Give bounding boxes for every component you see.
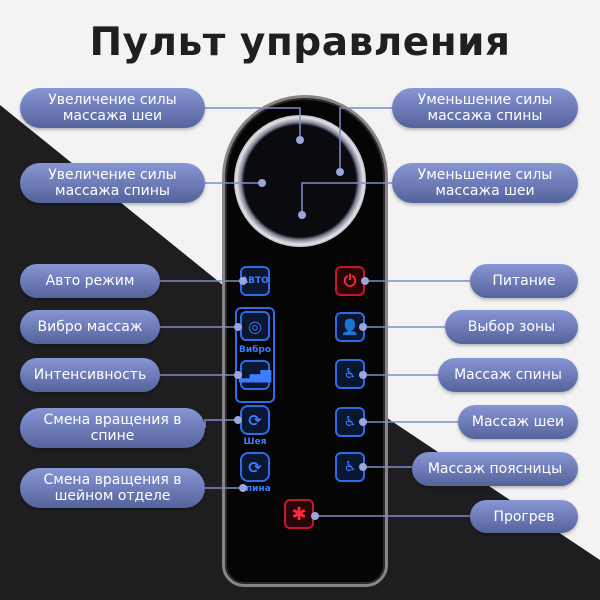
back-caption: Спина bbox=[239, 484, 271, 494]
label-decrease-back: Уменьшение силы массажа спины bbox=[392, 88, 578, 128]
back-rotation-button[interactable]: ⟳ bbox=[240, 452, 270, 482]
label-rotation-back: Смена вращения в спине bbox=[20, 408, 205, 448]
lumbar-massage-button[interactable]: ♿ bbox=[335, 452, 365, 482]
neck-caption: Шея bbox=[243, 437, 267, 447]
signal-bars-icon: ▂▄▆ bbox=[238, 367, 272, 383]
sun-icon: ✱ bbox=[291, 503, 307, 525]
label-zone: Выбор зоны bbox=[445, 310, 578, 344]
seat-icon: ♿ bbox=[343, 459, 357, 475]
neck-massage-button[interactable]: ♿ bbox=[335, 407, 365, 437]
label-heat: Прогрев bbox=[470, 500, 578, 533]
seat-icon: ♿ bbox=[343, 366, 357, 382]
label-auto: Авто режим bbox=[20, 264, 160, 298]
label-intensity: Интенсивность bbox=[20, 358, 160, 392]
vibro-button[interactable]: ◎ bbox=[240, 311, 270, 341]
back-massage-button[interactable]: ♿ bbox=[335, 359, 365, 389]
label-decrease-neck: Уменьшение силы массажа шеи bbox=[392, 163, 578, 203]
vibration-icon: ◎ bbox=[248, 316, 262, 336]
page-title: Пульт управления bbox=[89, 20, 511, 65]
user-icon: 👤 bbox=[340, 318, 360, 336]
label-increase-neck: Увеличение силы массажа шеи bbox=[20, 88, 205, 128]
power-icon: ⏻ bbox=[343, 271, 357, 290]
zone-button[interactable]: 👤 bbox=[335, 312, 365, 342]
vibro-caption: Вибро bbox=[238, 345, 272, 355]
heat-button[interactable]: ✱ bbox=[284, 499, 314, 529]
seat-icon: ♿ bbox=[343, 414, 357, 430]
auto-button[interactable]: АВТО bbox=[240, 266, 270, 296]
neck-rotation-button[interactable]: ⟳ bbox=[240, 405, 270, 435]
label-rotation-neck: Смена вращения в шейном отделе bbox=[20, 468, 205, 508]
label-back-massage: Массаж спины bbox=[438, 358, 578, 392]
rotate-icon: ⟳ bbox=[248, 457, 262, 477]
adjust-dial[interactable] bbox=[234, 115, 366, 247]
intensity-button[interactable]: ▂▄▆ bbox=[238, 360, 272, 390]
rotate-icon: ⟳ bbox=[248, 410, 262, 430]
vibro-group bbox=[235, 307, 275, 403]
label-vibro: Вибро массаж bbox=[20, 310, 160, 344]
label-lumbar-massage: Массаж поясницы bbox=[412, 452, 578, 486]
label-power: Питание bbox=[470, 264, 578, 298]
label-neck-massage: Массаж шеи bbox=[458, 405, 578, 439]
power-button[interactable]: ⏻ bbox=[335, 266, 365, 296]
label-increase-back: Увеличение силы массажа спины bbox=[20, 163, 205, 203]
